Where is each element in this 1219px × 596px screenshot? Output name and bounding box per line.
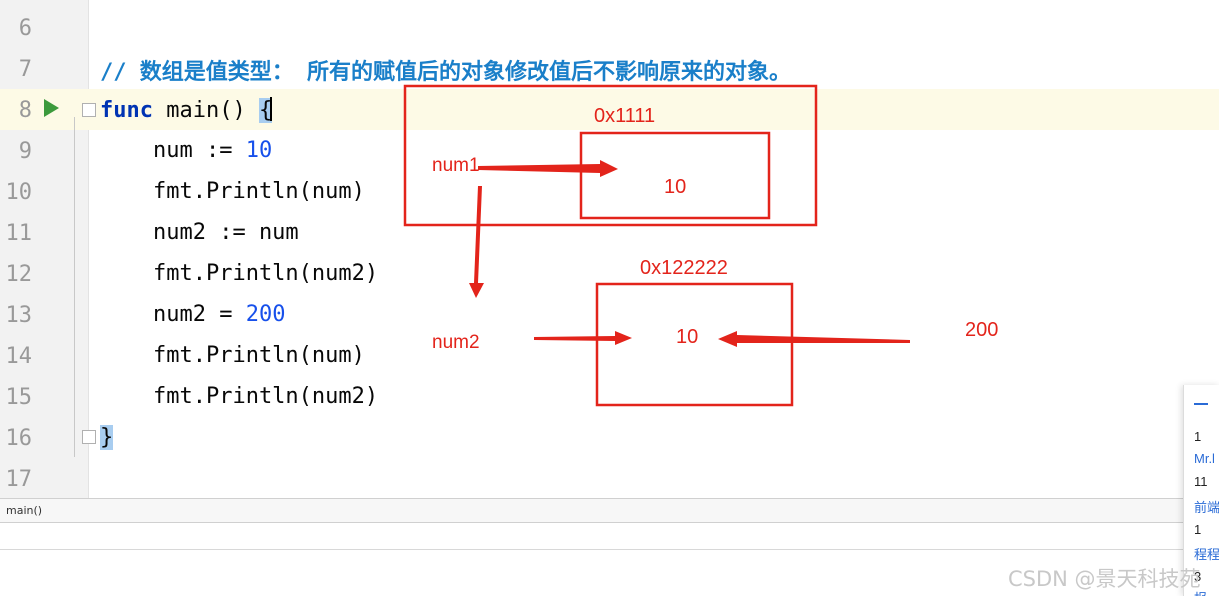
fold-guide: [74, 117, 75, 457]
panel-item[interactable]: 1: [1194, 522, 1202, 537]
breadcrumb-bar[interactable]: main(): [0, 498, 1219, 523]
line-number: 12: [5, 262, 33, 287]
new-value-label: 200: [965, 319, 999, 341]
code-line: fmt.Println(num): [100, 179, 365, 204]
line-number: 7: [18, 57, 32, 82]
breadcrumb[interactable]: main(): [6, 504, 43, 517]
code-comment: // 数组是值类型： 所有的赋值后的对象修改值后不影响原来的对象。: [100, 60, 791, 85]
code-text: num :=: [100, 138, 246, 163]
number-literal: 10: [245, 138, 273, 163]
code-line: num2 := num: [100, 220, 299, 245]
address-label: 0x1111: [594, 105, 656, 127]
line-number: 6: [18, 16, 32, 41]
code-line: num2 = 200: [100, 302, 285, 327]
panel-item[interactable]: 前端: [1194, 500, 1219, 515]
line-number: 14: [5, 344, 33, 369]
panel-item[interactable]: 报: [1194, 588, 1207, 596]
code-line: fmt.Println(num): [100, 343, 365, 368]
panel-item[interactable]: 程程: [1194, 547, 1219, 562]
code-text: num2 =: [100, 302, 246, 327]
panel-item[interactable]: 11: [1194, 474, 1208, 489]
bottom-panel: [0, 523, 1219, 596]
var-label-num1: num1: [432, 155, 480, 176]
func-signature: main(): [152, 98, 259, 123]
code-line-func: func main() {: [100, 97, 273, 123]
run-triangle-icon[interactable]: [44, 99, 59, 117]
line-number: 8: [18, 98, 32, 123]
value-label: 10: [676, 326, 699, 348]
line-number: 11: [5, 221, 33, 246]
code-line: num := 10: [100, 138, 272, 163]
line-number: 10: [5, 180, 33, 205]
divider: [0, 549, 1219, 550]
code-line: fmt.Println(num2): [100, 384, 379, 409]
line-number: 17: [5, 467, 33, 492]
code-line-close: }: [100, 425, 114, 450]
address-label: 0x122222: [640, 257, 728, 279]
value-label: 10: [664, 176, 687, 198]
line-number: 9: [18, 139, 32, 164]
code-line: fmt.Println(num2): [100, 261, 379, 286]
close-brace: }: [100, 425, 114, 450]
code-editor[interactable]: [89, 0, 1219, 498]
panel-item[interactable]: 1: [1194, 429, 1202, 444]
fold-icon[interactable]: [82, 430, 96, 444]
panel-item[interactable]: Mr.l: [1194, 451, 1215, 466]
line-number: 16: [5, 426, 33, 451]
open-brace: {: [258, 98, 273, 123]
panel-accent: [1194, 403, 1208, 405]
panel-item[interactable]: 3: [1194, 569, 1202, 584]
fold-icon[interactable]: [82, 103, 96, 117]
line-number: 13: [5, 303, 33, 328]
number-literal: 200: [245, 302, 286, 327]
line-number: 15: [5, 385, 33, 410]
side-panel[interactable]: 1 Mr.l 11 前端 1 程程 3 报: [1183, 385, 1219, 596]
watermark: CSDN @景天科技苑: [1008, 567, 1201, 591]
keyword-func: func: [100, 98, 153, 123]
text-caret: [270, 97, 273, 121]
var-label-num2: num2: [432, 332, 480, 353]
